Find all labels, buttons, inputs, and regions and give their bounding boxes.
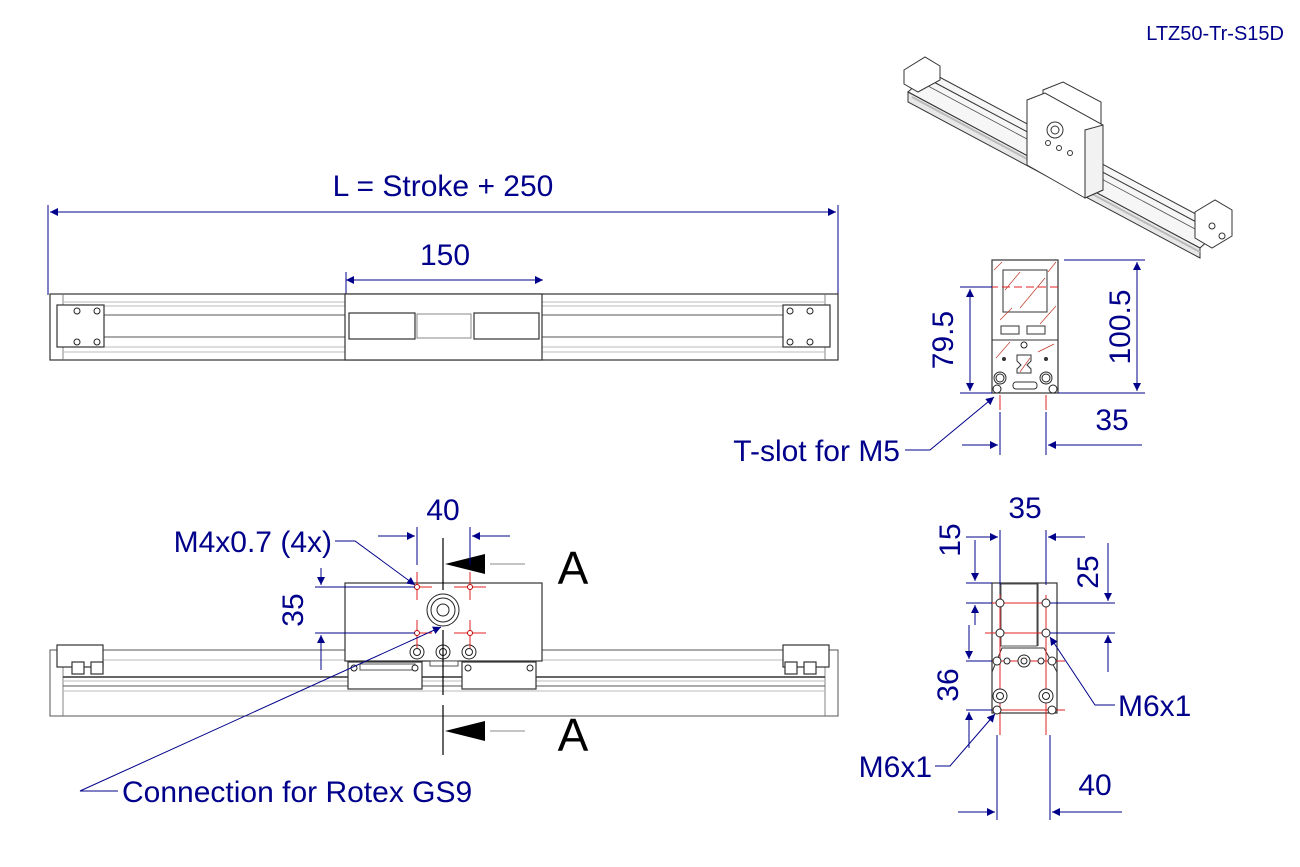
end-width-top-label: 35: [1008, 492, 1041, 525]
end-spacing-lower-label: 36: [932, 668, 965, 701]
top-view: L = Stroke + 250 150: [47, 170, 839, 361]
front-view: A A 40 35 M4x0.7 (4x) Connection for Rot…: [49, 494, 839, 809]
thread-callout-m4[interactable]: M4x0.7 (4x): [174, 526, 332, 559]
isometric-view: [903, 56, 1233, 259]
thread-callout-m6-left[interactable]: M6x1: [859, 751, 932, 784]
thread-callout-m6-right[interactable]: M6x1: [1118, 690, 1191, 723]
section-height-slot-label: 79.5: [927, 311, 960, 369]
model-code-title: LTZ50-Tr-S15D: [1146, 23, 1284, 45]
tslot-callout[interactable]: T-slot for M5: [733, 435, 900, 468]
carriage-length-label: 150: [420, 239, 470, 272]
end-width-bottom-label: 40: [1078, 769, 1111, 802]
section-height-total-label: 100.5: [1104, 289, 1137, 364]
front-hole-spacing-h-label: 40: [426, 494, 459, 527]
section-slot-spacing-label: 35: [1095, 404, 1128, 437]
overall-length-label: L = Stroke + 250: [333, 170, 554, 203]
end-view: 35 15 25 36 40 M6x1 M6x1: [859, 492, 1191, 820]
connection-callout-rotex[interactable]: Connection for Rotex GS9: [122, 776, 472, 809]
front-hole-spacing-v-label: 35: [277, 593, 310, 626]
section-view: 100.5 79.5 35 T-slot for M5: [733, 259, 1145, 468]
section-marker-a-bottom: A: [558, 709, 589, 761]
end-offset-top-label: 15: [934, 523, 967, 556]
section-marker-a-top: A: [558, 542, 589, 594]
end-spacing-upper-label: 25: [1072, 555, 1105, 588]
